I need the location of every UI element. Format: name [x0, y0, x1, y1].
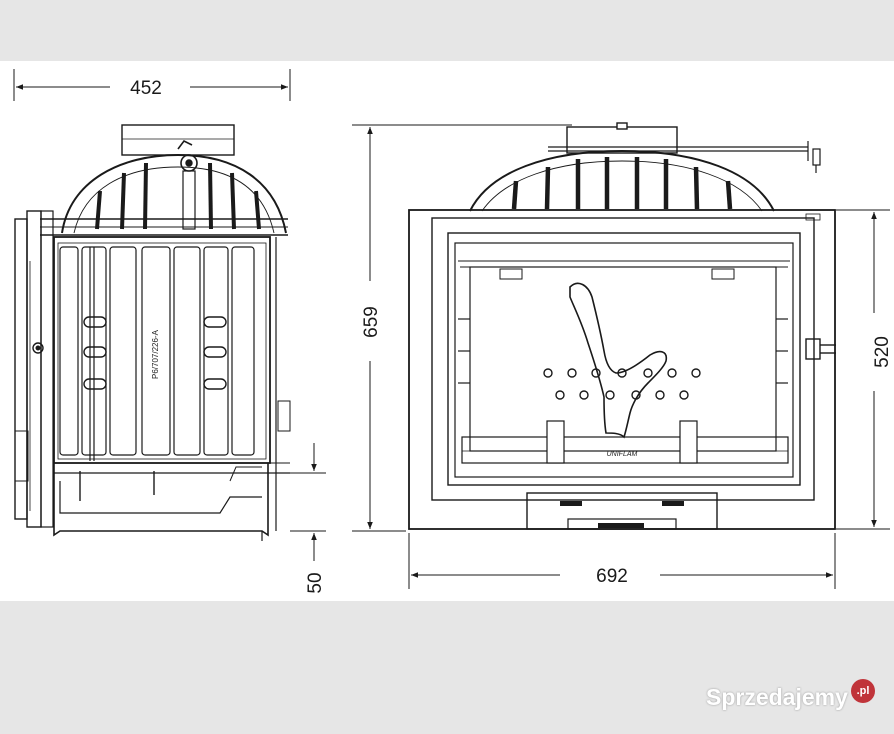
dimension-side-width: [13, 69, 291, 101]
fireplace-insert-drawing: P6/707/226-A 452 50: [13, 69, 893, 594]
dimension-label-50: 50: [305, 572, 326, 593]
flame-outline-icon: [569, 282, 668, 439]
dimension-label-692: 692: [596, 566, 628, 587]
dimension-front-width: [408, 533, 836, 589]
air-holes: [543, 368, 701, 400]
dimension-bottom-offset: [290, 443, 326, 561]
dimension-right-height: [836, 209, 890, 530]
side-slots: [83, 316, 227, 390]
damper-rod-icon: [548, 141, 821, 173]
technical-drawing-sheet: P6/707/226-A 452 50: [0, 61, 894, 601]
serial-label: P6/707/226-A: [151, 329, 160, 379]
brand-label: UNIFLAM: [607, 451, 638, 458]
door-handle-icon: [805, 338, 836, 360]
dimension-front-height: [352, 124, 572, 532]
dimension-label-659: 659: [361, 306, 382, 338]
watermark-badge: .pl: [851, 679, 875, 703]
watermark-text: Sprzedajemy: [706, 684, 848, 710]
front-view: UNIFLAM: [408, 122, 836, 530]
damper-lever-icon: [177, 139, 198, 230]
side-fins: [59, 246, 255, 461]
dimension-label-452: 452: [130, 78, 162, 99]
side-dome-ribs: [95, 162, 261, 230]
dimension-label-520: 520: [872, 336, 893, 368]
front-dome-ribs: [511, 157, 733, 210]
side-view: P6/707/226-A: [14, 124, 291, 541]
